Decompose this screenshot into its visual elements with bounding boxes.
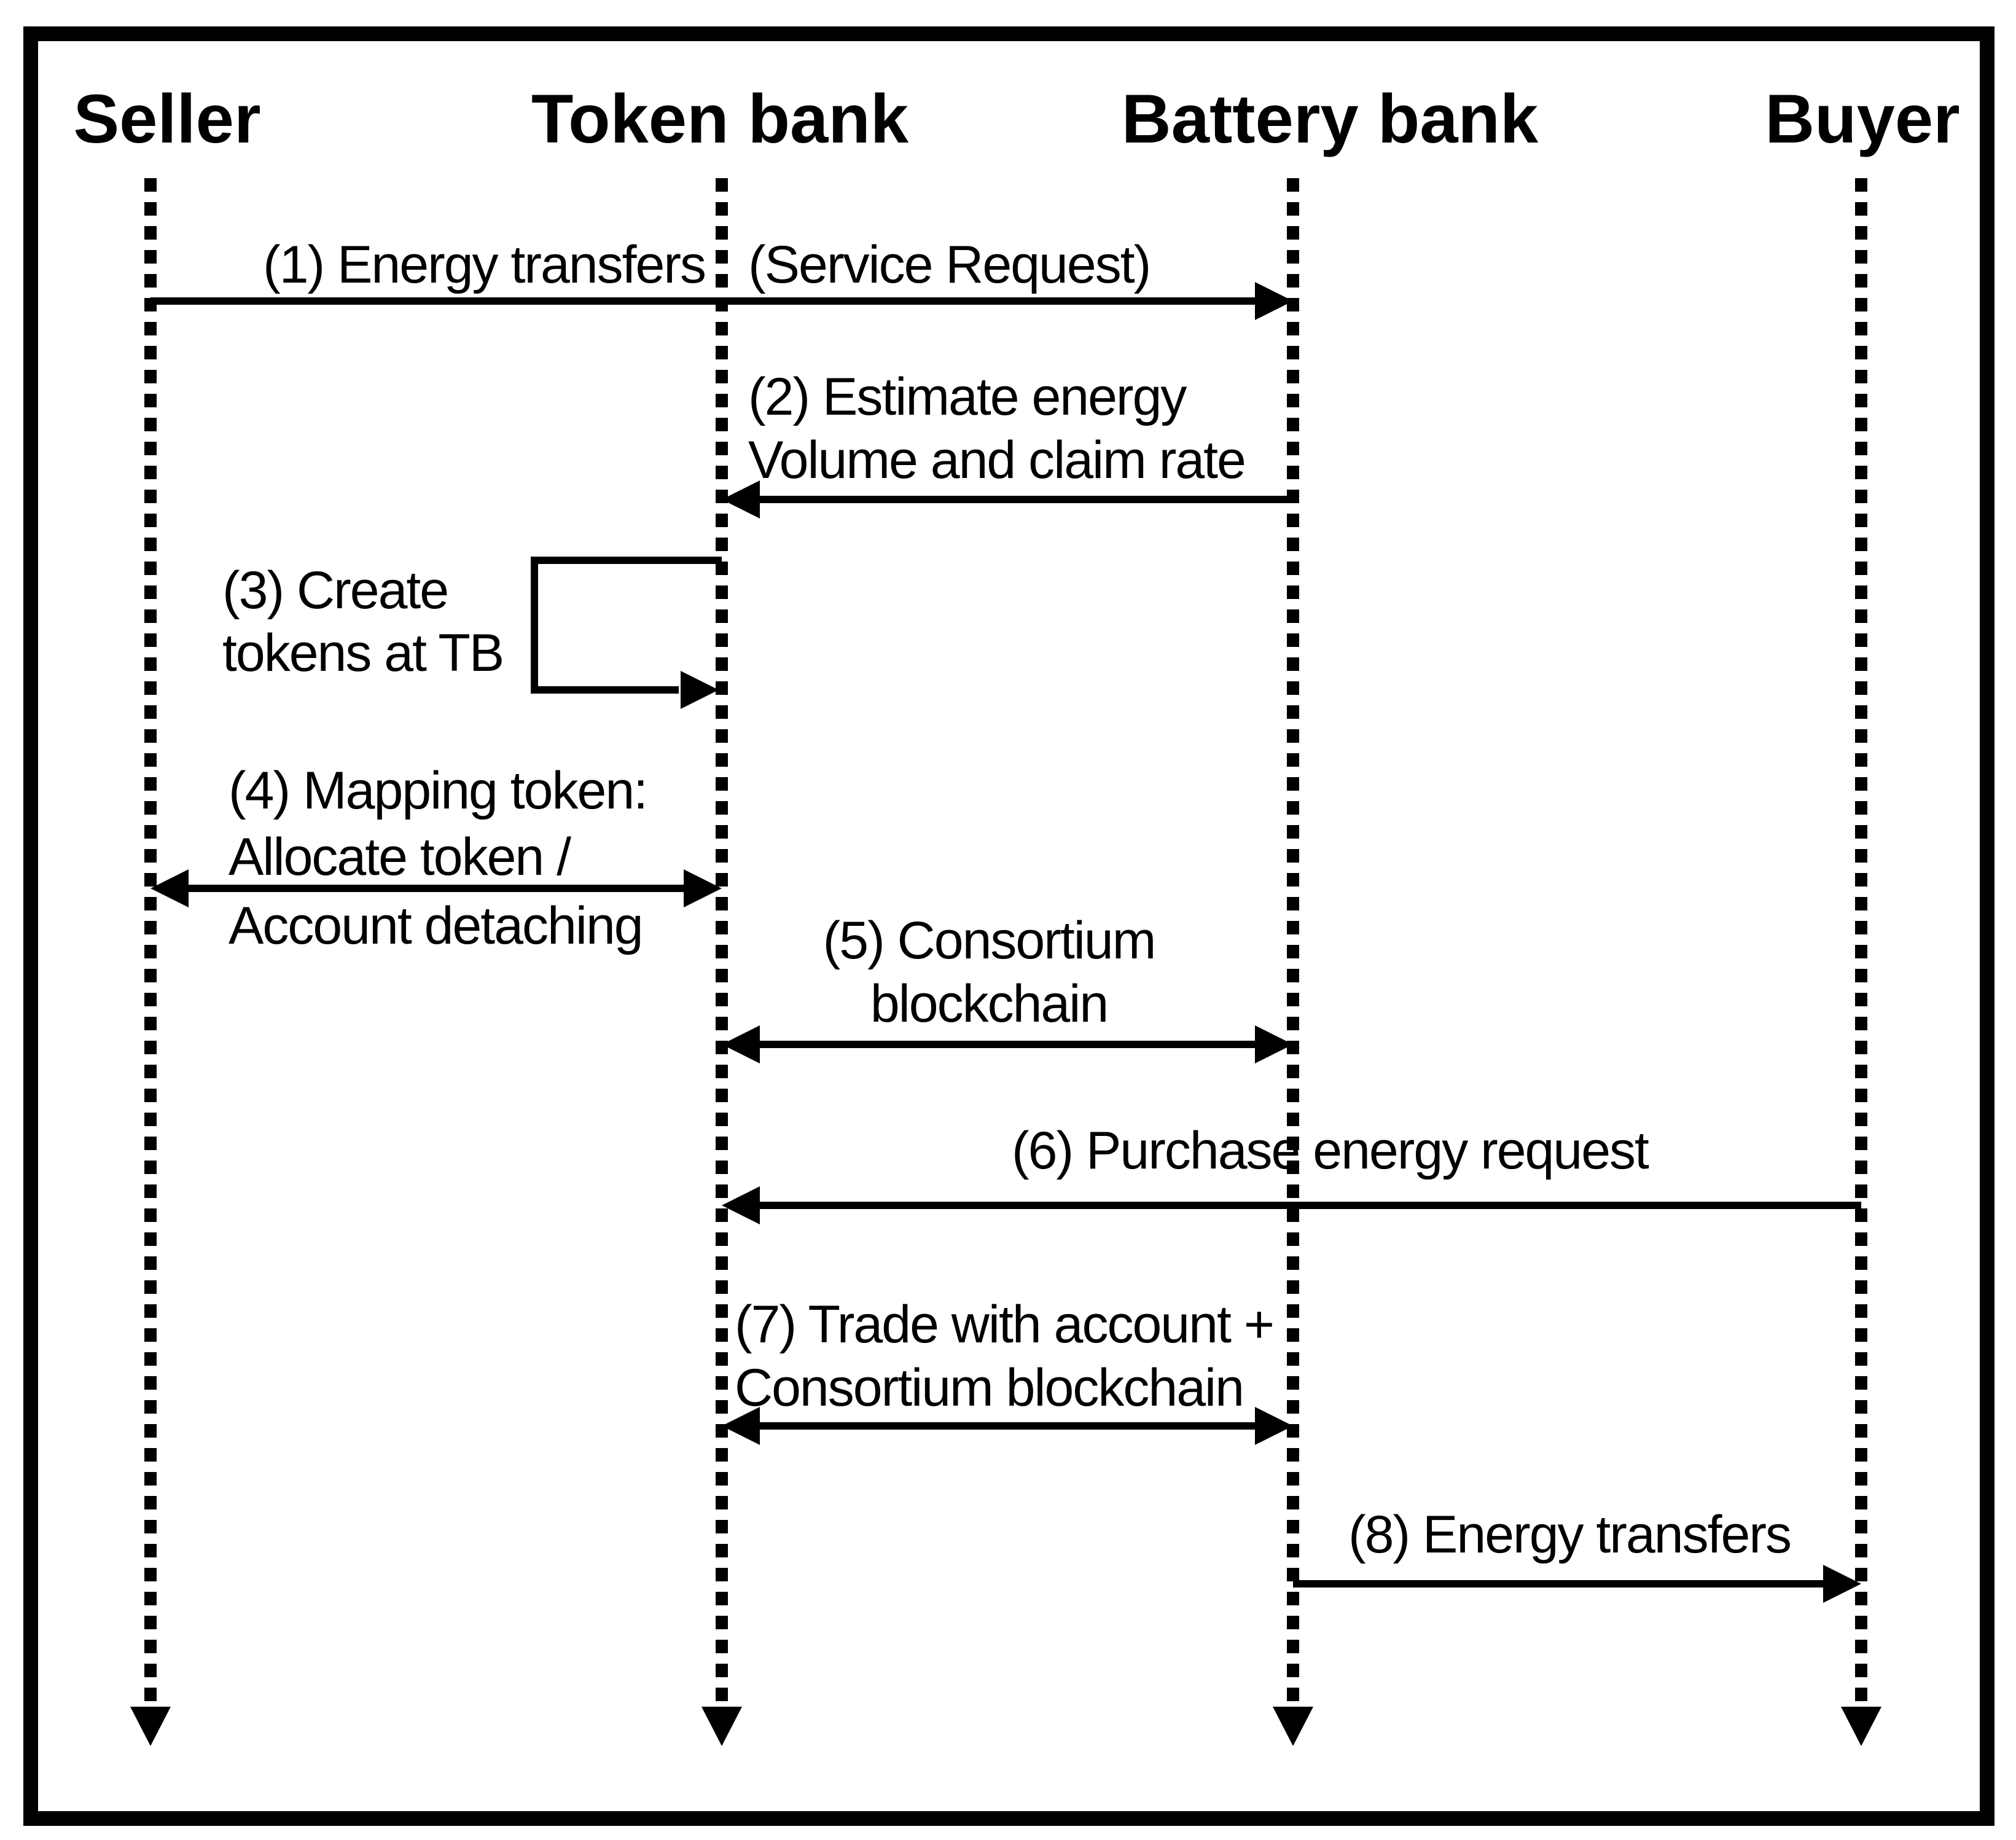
- lifeline-end-arrow-token-bank: [701, 1707, 742, 1746]
- message-6: (6) Purchase energy request: [722, 1121, 1861, 1224]
- message-2-label-line2: Volume and claim rate: [748, 431, 1245, 490]
- message-5-label-line2: blockchain: [870, 974, 1108, 1033]
- message-4-arrowhead-left: [150, 869, 189, 907]
- lifeline-end-arrow-battery-bank: [1273, 1707, 1313, 1746]
- message-3-self-loop: [531, 557, 722, 694]
- message-4-label-line2: Allocate token /: [229, 828, 571, 887]
- participant-label-buyer: Buyer: [1765, 80, 1959, 157]
- message-3: (3) Create tokens at TB: [222, 557, 722, 709]
- message-1-arrowhead-right: [1255, 282, 1293, 320]
- message-3-label-line1: (3) Create: [222, 561, 448, 620]
- message-3-arrowhead-right: [681, 671, 719, 709]
- message-2-label-line1: (2) Estimate energy: [748, 367, 1187, 426]
- figure-border: [23, 26, 1995, 1826]
- message-4-label-line1: (4) Mapping token:: [229, 761, 647, 820]
- message-7: (7) Trade with account + Consortium bloc…: [722, 1295, 1293, 1445]
- message-5: (5) Consortium blockchain: [722, 911, 1293, 1063]
- message-7-label-line2: Consortium blockchain: [735, 1358, 1243, 1417]
- message-1: (1) Energy transfers (Service Request): [150, 235, 1293, 320]
- message-4-label-line3: Account detaching: [229, 896, 643, 955]
- message-2: (2) Estimate energy Volume and claim rat…: [722, 367, 1293, 519]
- message-7-label-line1: (7) Trade with account +: [735, 1295, 1273, 1354]
- participant-label-battery-bank: Battery bank: [1122, 80, 1539, 157]
- message-5-arrowhead-left: [722, 1025, 760, 1063]
- lifeline-end-arrow-buyer: [1841, 1707, 1881, 1746]
- message-8-label: (8) Energy transfers: [1348, 1505, 1791, 1564]
- message-5-arrowhead-right: [1255, 1025, 1293, 1063]
- message-4-arrowhead-right: [684, 869, 722, 907]
- message-6-arrowhead-left: [722, 1186, 760, 1224]
- participant-label-seller: Seller: [73, 80, 260, 157]
- message-1-label-left: (1) Energy transfers: [263, 235, 705, 294]
- message-7-arrowhead-left: [722, 1407, 760, 1445]
- message-5-label-line1: (5) Consortium: [823, 911, 1155, 970]
- message-6-label: (6) Purchase energy request: [1012, 1121, 1649, 1180]
- lifeline-end-arrow-seller: [130, 1707, 171, 1746]
- message-7-arrowhead-right: [1255, 1407, 1293, 1445]
- message-2-arrowhead-left: [722, 480, 760, 519]
- message-8-arrowhead-right: [1823, 1565, 1861, 1603]
- message-4: (4) Mapping token: Allocate token / Acco…: [150, 761, 722, 955]
- participant-label-token-bank: Token bank: [531, 80, 909, 157]
- message-1-label-right: (Service Request): [748, 235, 1150, 294]
- message-8: (8) Energy transfers: [1293, 1505, 1861, 1603]
- message-3-label-line2: tokens at TB: [222, 624, 503, 683]
